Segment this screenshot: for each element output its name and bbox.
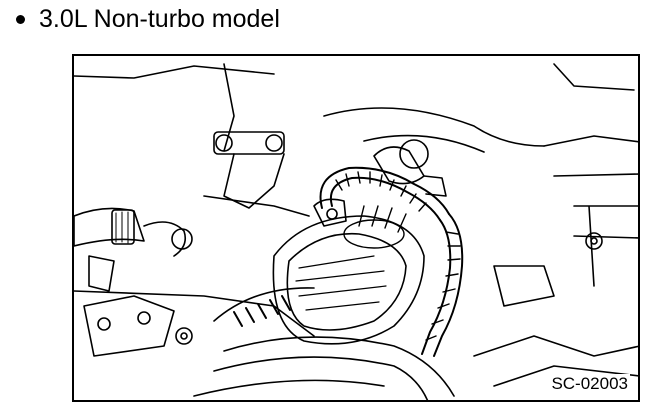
heading-text: 3.0L Non-turbo model <box>39 5 280 33</box>
figure-code: SC-02003 <box>549 374 630 394</box>
bullet-icon <box>16 14 25 24</box>
engine-line-drawing <box>74 63 638 400</box>
engine-illustration: SC-02003 <box>72 54 640 402</box>
section-heading: 3.0L Non-turbo model <box>14 2 280 36</box>
